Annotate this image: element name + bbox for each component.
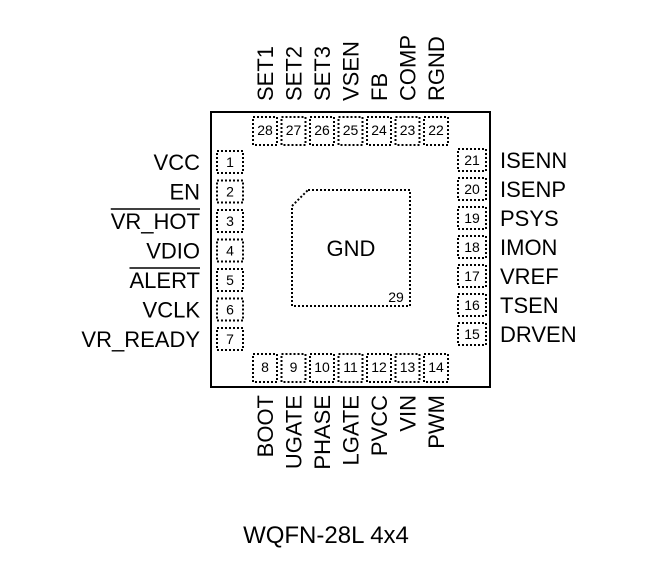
pin-9-number: 9 [290,359,298,375]
pin-2-name: EN [169,180,200,205]
pin-8-pad [252,353,278,383]
pin-13-pad [394,353,421,383]
pin-18-name: IMON [500,235,557,260]
pin-7-name: VR_READY [81,327,200,352]
pin-1-number: 1 [226,154,234,170]
pin-22-number: 22 [428,122,444,138]
package-label: WQFN-28L 4x4 [243,522,409,549]
pin-5-name: ALERT [129,268,200,293]
pin-11-number: 11 [343,359,358,375]
pin-16-name: TSEN [500,293,559,318]
pin-11-name: LGATE [339,395,364,466]
pin-23-number: 23 [400,122,416,138]
pin-4-name: VDIO [146,239,200,264]
pin-10-name: PHASE [310,395,335,470]
pin-21-number: 21 [464,152,480,168]
pin-24-name: FB [367,73,392,101]
pin-11-pad [337,353,364,383]
pin-12-name: PVCC [367,395,392,456]
pin-15-name: DRVEN [500,322,577,347]
pin-26-name: SET3 [310,46,335,101]
pin-18-number: 18 [464,239,480,255]
pin-3-pad [216,209,244,233]
pin-28-pad [252,116,278,146]
pin-21-name: ISENN [500,148,567,173]
pin-18-pad [457,235,487,259]
pin-21-pad [457,148,487,172]
pin-1-name: VCC [154,150,201,175]
exposed-pad-outline [291,189,411,307]
pin-9-name: UGATE [282,395,307,469]
pin-2-number: 2 [226,184,234,200]
pin-12-number: 12 [371,359,387,375]
pin-19-number: 19 [464,210,480,226]
pin-25-pad [337,116,364,146]
pin-15-pad [457,322,487,346]
pin-7-number: 7 [226,331,234,347]
exposed-pad-number: 29 [388,289,404,305]
pin-2-pad [216,179,244,204]
pin-17-pad [457,264,487,288]
pin-25-number: 25 [343,122,359,138]
pin-1-pad [216,150,244,174]
pin-26-number: 26 [314,122,330,138]
pin-5-pad [216,268,244,292]
pin-28-number: 28 [257,122,273,138]
package-body [210,111,491,388]
pin-6-pad [216,297,244,322]
pin-17-number: 17 [464,268,480,284]
pin-22-name: RGND [424,36,449,101]
pin-20-pad [457,177,487,201]
pin-24-pad [366,116,392,146]
pin-14-number: 14 [428,359,444,375]
pin-4-pad [216,238,244,263]
pin-24-number: 24 [371,122,387,138]
pins-layer: 1 VCC 2 EN 3 VR_HOT 4 VDIO 5 ALERT 6 VCLK 7 VR_READY 1… [81,35,576,470]
exposed-pad-label: GND [327,236,376,261]
pin-26-pad [309,116,335,146]
pin-28-name: SET1 [253,46,278,101]
pin-8-name: BOOT [253,395,278,457]
pin-15-number: 15 [464,326,480,342]
pin-19-pad [457,206,487,230]
pin-4-number: 4 [226,243,234,259]
pin-7-pad [216,327,244,351]
pin-16-number: 16 [464,297,480,313]
pin-19-name: PSYS [500,206,559,231]
pin-25-name: VSEN [339,41,364,101]
pin-27-name: SET2 [282,46,307,101]
pin-12-pad [366,353,392,383]
pin-3-number: 3 [226,213,234,229]
pin-27-pad [280,116,307,146]
pin-13-number: 13 [400,359,416,375]
pin-14-pad [423,353,449,383]
pin-22-pad [423,116,449,146]
pin-10-pad [309,353,335,383]
pin-23-pad [394,116,421,146]
pin-3-name: VR_HOT [111,209,200,234]
pin-13-name: VIN [396,395,421,432]
pin-10-number: 10 [314,359,330,375]
pin-16-pad [457,293,487,317]
pin-27-number: 27 [286,122,302,138]
pin-6-number: 6 [226,302,234,318]
pin-23-name: COMP [396,35,421,101]
pin-6-name: VCLK [143,298,201,323]
pin-8-number: 8 [261,359,269,375]
pin-9-pad [280,353,307,383]
pin-20-number: 20 [464,181,480,197]
pin-17-name: VREF [500,264,559,289]
pin-5-number: 5 [226,272,234,288]
pin-20-name: ISENP [500,177,566,202]
pin-14-name: PWM [424,395,449,449]
